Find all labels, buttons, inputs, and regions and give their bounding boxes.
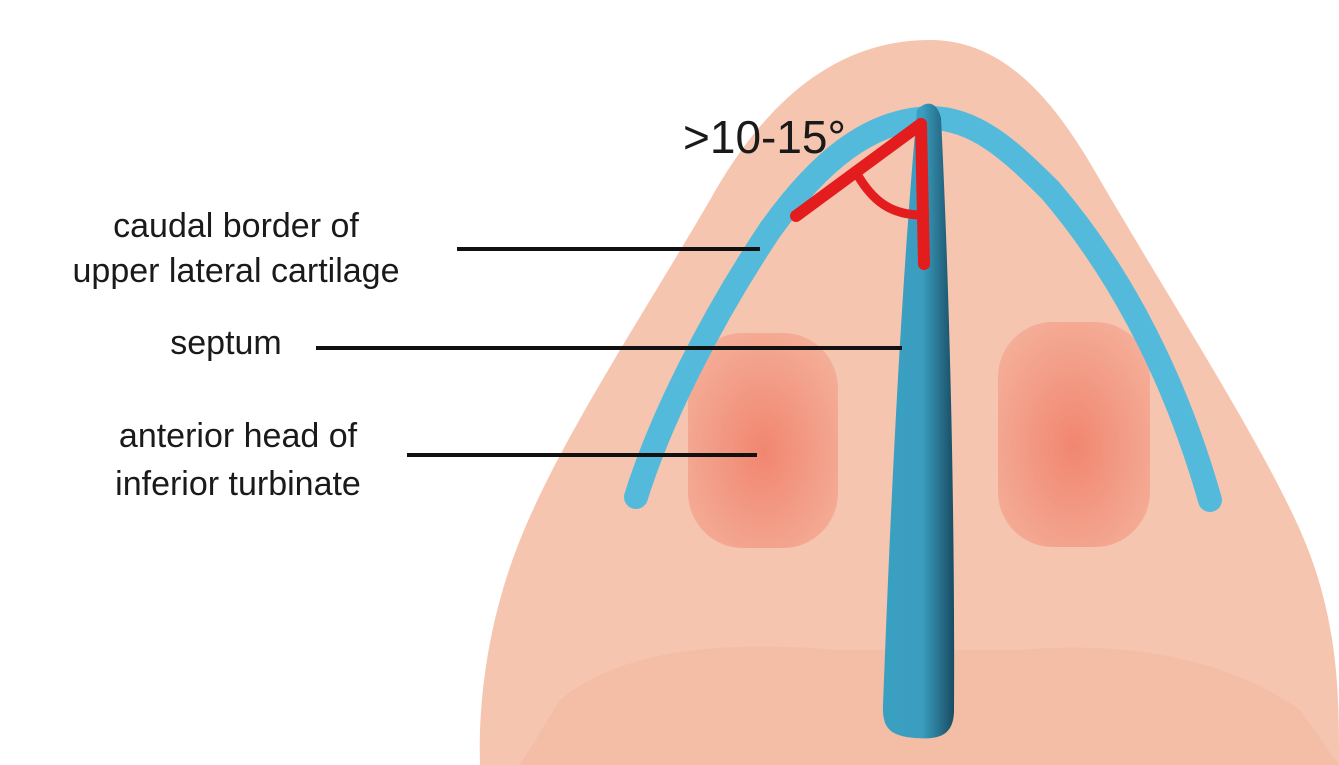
cartilage-label-line2: upper lateral cartilage xyxy=(73,252,400,290)
cartilage-label-line1: caudal border of xyxy=(113,207,359,245)
turbinate-label-line1: anterior head of xyxy=(119,417,358,455)
turbinate-label-line2: inferior turbinate xyxy=(115,465,361,503)
angle-label: >10-15° xyxy=(683,111,846,163)
right-turbinate xyxy=(998,322,1150,547)
septum-label: septum xyxy=(170,324,282,362)
left-turbinate xyxy=(688,333,838,548)
